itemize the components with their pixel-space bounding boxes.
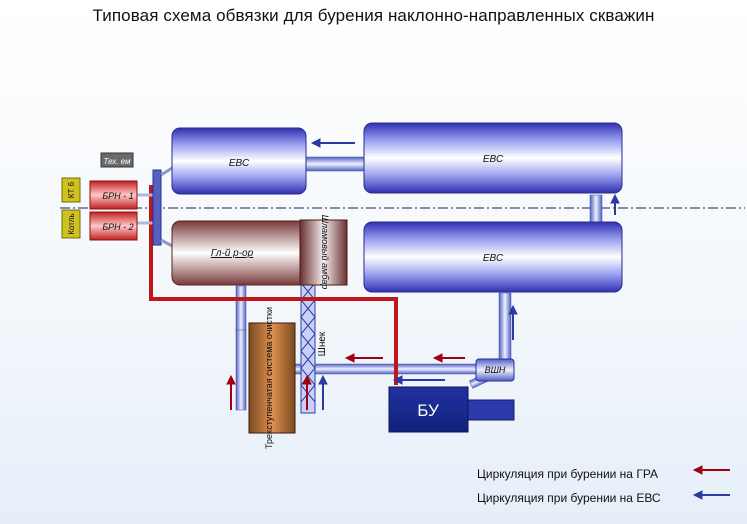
brn1-box: [89, 180, 138, 210]
pipe-left-vertical: [235, 329, 247, 411]
tekh-em-box: [100, 152, 134, 168]
pipe-gl-down: [235, 285, 247, 333]
shnek-label: Шнек: [317, 331, 328, 356]
evs-tank-small: [171, 127, 307, 195]
gl-label: Гл-й р-ор: [211, 248, 254, 259]
page-title: Типовая схема обвязки для бурения наклон…: [92, 6, 655, 25]
legend-gra: Циркуляция при бурении на ГРА: [477, 467, 659, 481]
vshn-pump: [475, 358, 515, 382]
evs-tank-bottom: [363, 221, 623, 293]
legend-evs: Циркуляция при бурении на ЕВС: [477, 491, 661, 505]
shlam-label: Шламовый амбар: [320, 215, 330, 290]
bu-label: БУ: [417, 401, 439, 420]
pipe-vshn-return: [289, 363, 477, 375]
kt6-box: [61, 177, 81, 203]
trekh-unit: [248, 322, 296, 434]
vshn-label: ВШН: [485, 365, 506, 375]
evs-small-label: ЕВС: [229, 158, 250, 169]
evs-bottom-label: ЕВС: [483, 253, 504, 264]
pipe-evs-to-vshn: [498, 292, 512, 362]
manifold: [152, 169, 162, 246]
shlam-ambar: [299, 219, 348, 286]
brn2-box: [89, 211, 138, 241]
tekh-label: Тех. ем: [103, 157, 131, 166]
red-pipe: [149, 185, 398, 385]
pipe-evs-vertical: [589, 194, 603, 224]
evs-tank-top: [363, 122, 623, 194]
pipe-evs-connect: [304, 156, 366, 172]
trekh-label: Трехступенчатая система очистки: [264, 307, 274, 449]
red-arrows: [226, 353, 465, 410]
kotl-label: Котль: [67, 213, 76, 234]
legend-blue-arrow: [692, 490, 730, 500]
blue-arrows: [310, 138, 620, 410]
kt6-label: КТ 6: [67, 181, 76, 198]
brn1-label: БРН - 1: [102, 191, 133, 201]
bu-unit: [388, 386, 469, 433]
brn2-label: БРН - 2: [102, 222, 133, 232]
evs-top-label: ЕВС: [483, 154, 504, 165]
legend-red-arrow: [692, 465, 730, 475]
kotl-box: [61, 209, 81, 239]
